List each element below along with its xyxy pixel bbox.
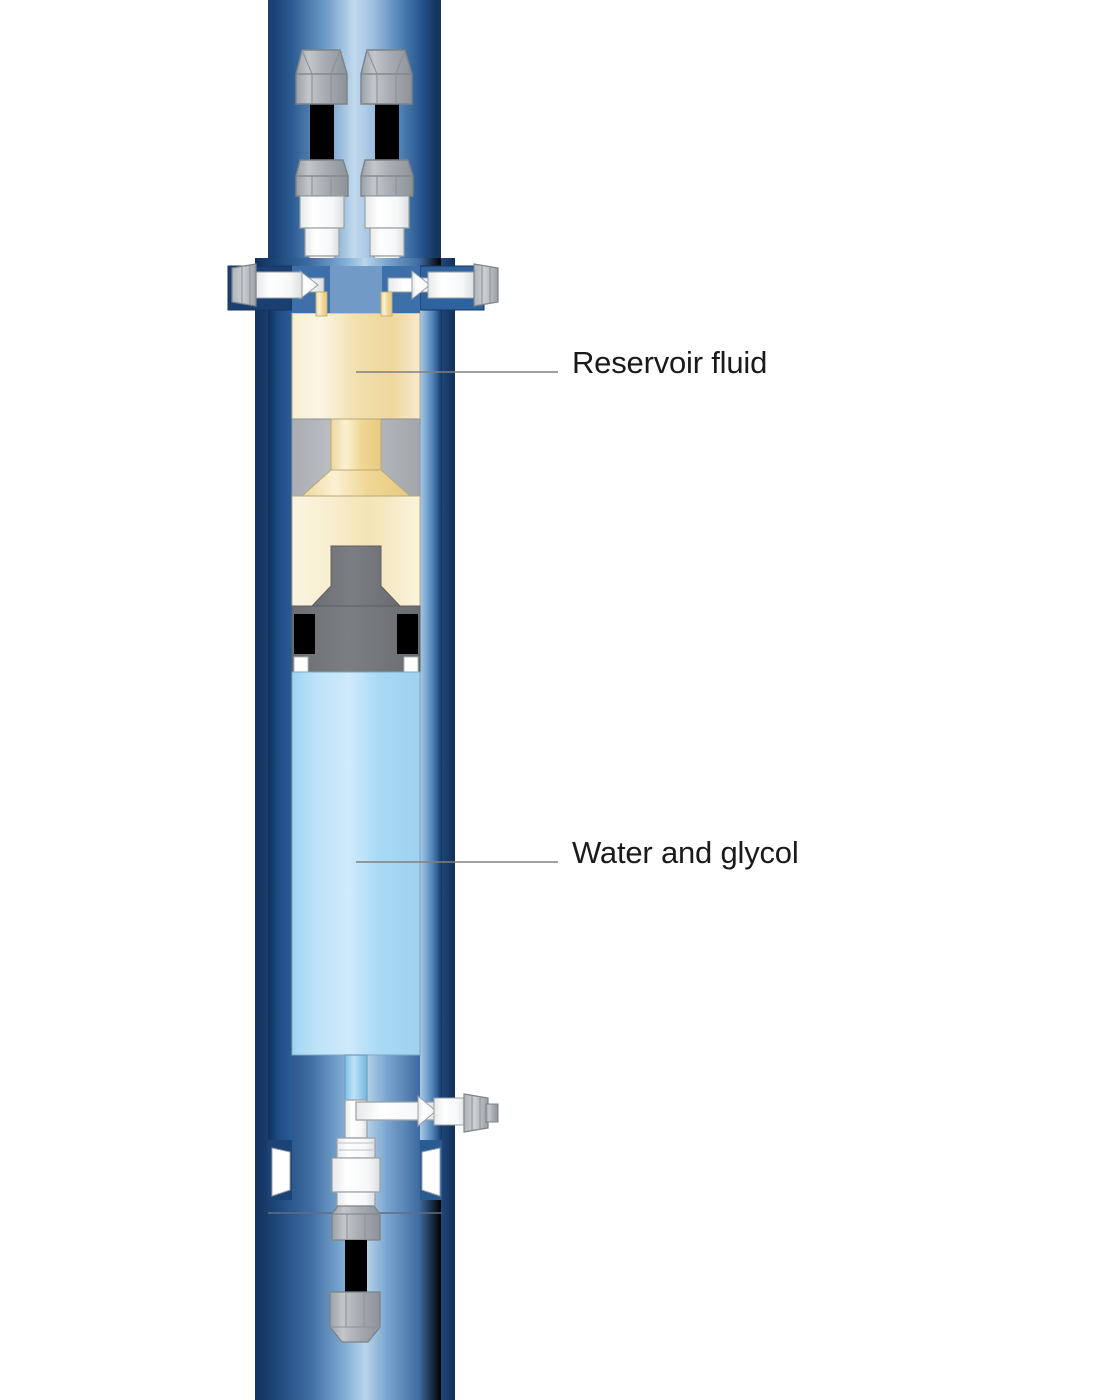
- upper-tubing-section: [268, 0, 441, 300]
- floating-piston: [291, 545, 421, 675]
- internal-cutaway: [268, 300, 442, 1214]
- lower-valve-thread-lines: [337, 1142, 375, 1151]
- piston-seal-right: [397, 614, 418, 654]
- packing-center-stem: [330, 418, 382, 471]
- fitting-cone-right: [411, 269, 431, 301]
- fitting-hexnut-left: [231, 263, 257, 307]
- upper-stud-assembly-right: [360, 49, 414, 197]
- piston-wearband-left: [293, 656, 309, 675]
- lower-fitting-cone: [417, 1094, 437, 1128]
- fitting-sleeve-left: [255, 271, 303, 299]
- valve-midbody-left: [304, 227, 340, 257]
- side-fitting-lower-right: [417, 1093, 499, 1133]
- stud-nut-upper-left: [295, 49, 348, 105]
- stud-nut-upper-right: [360, 49, 413, 105]
- fluid-port-stub-right: [380, 291, 393, 317]
- lower-stud-nut-bottom: [329, 1291, 381, 1343]
- lower-shoulder-ring-left: [271, 1147, 291, 1197]
- fluid-port-stub-left: [315, 291, 328, 317]
- fitting-sleeve-right: [427, 271, 475, 299]
- piston-wearband-right: [403, 656, 419, 675]
- lower-stud-assembly: [329, 1205, 381, 1343]
- lower-shoulder-ring-right: [421, 1147, 441, 1197]
- label-reservoir-fluid: Reservoir fluid: [572, 345, 768, 380]
- stud-nut-lower-right: [360, 159, 414, 197]
- upper-stud-assembly-left: [295, 49, 349, 197]
- valve-collar-left: [299, 195, 345, 229]
- side-fitting-upper-left: [231, 263, 328, 317]
- valve-midbody-right: [369, 227, 405, 257]
- packing-seal-stack: [291, 418, 421, 498]
- lower-fitting-hexnut: [463, 1093, 489, 1133]
- upper-tubing-right-edge: [436, 0, 441, 300]
- lower-fitting-end-cap: [485, 1103, 499, 1123]
- side-fitting-upper-right: [380, 263, 499, 317]
- water-glycol-chamber: [291, 671, 421, 1056]
- piston-seal-left: [294, 614, 315, 654]
- fitting-hexnut-right: [473, 263, 499, 307]
- flange-hub-highlight: [330, 266, 382, 313]
- reservoir-fluid-chamber-upper: [291, 312, 421, 420]
- inner-wall-right: [420, 300, 442, 1140]
- inner-wall-left: [268, 300, 292, 1140]
- lower-fitting-sleeve: [433, 1097, 467, 1126]
- upper-tubing-left-edge: [268, 0, 273, 300]
- upper-tubing-body: [272, 0, 436, 300]
- lower-stud-nut-upper: [331, 1205, 381, 1241]
- valve-collar-right: [364, 195, 410, 229]
- label-water-and-glycol: Water and glycol: [572, 835, 799, 870]
- stud-nut-lower-left: [295, 159, 349, 197]
- lower-valve-thread-shoulder: [336, 1137, 376, 1159]
- lower-stud-shaft: [345, 1240, 367, 1300]
- lower-valve-body-upper: [331, 1157, 381, 1193]
